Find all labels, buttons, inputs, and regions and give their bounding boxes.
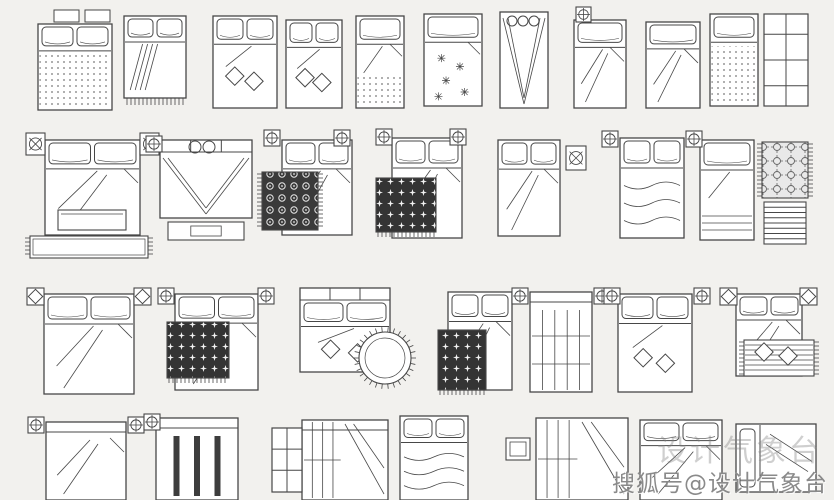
nightstand (575, 6, 592, 23)
bench (57, 209, 127, 231)
roundrug (354, 327, 416, 389)
stool (505, 437, 531, 461)
nightstand (449, 128, 467, 146)
bed-9 (645, 21, 701, 109)
blocks-layer (25, 6, 819, 500)
nightstand (375, 128, 393, 146)
nightstand (157, 287, 175, 305)
bed-16 (619, 137, 685, 239)
bed-27 (301, 419, 389, 500)
bed-7 (499, 11, 549, 109)
cabinet (271, 427, 303, 493)
nightstand (133, 287, 152, 306)
rings (506, 15, 540, 27)
cushion (754, 342, 774, 362)
bed-5 (355, 15, 405, 109)
nightstand (719, 287, 738, 306)
nightstand (257, 287, 275, 305)
bed-23 (617, 293, 693, 393)
bed-8 (573, 19, 627, 109)
nightstand (565, 145, 587, 171)
nightstand (685, 130, 703, 148)
bed-10 (709, 13, 759, 107)
rug (437, 329, 487, 395)
nightstand (145, 135, 163, 153)
rug (757, 141, 813, 199)
bed-22 (529, 291, 593, 393)
nightstand (127, 416, 145, 434)
rings (188, 140, 216, 154)
nightstand (693, 287, 711, 305)
bed-29 (535, 417, 629, 500)
nightstand (511, 287, 529, 305)
nightstand (26, 287, 45, 306)
bed-28 (399, 415, 469, 500)
bed-31 (735, 423, 817, 493)
nightstand (799, 287, 818, 306)
nightstand (603, 287, 621, 305)
bed-26 (155, 417, 239, 500)
bed-17 (699, 139, 755, 241)
rug (25, 235, 153, 259)
rug (739, 339, 819, 377)
bed-1 (37, 23, 113, 111)
cushion (778, 346, 798, 366)
bed-18 (43, 293, 135, 395)
bed-4 (285, 19, 343, 109)
nightstand (25, 132, 46, 156)
rug (166, 321, 230, 383)
bed-3 (212, 15, 278, 109)
rug (375, 177, 437, 237)
bed-25 (45, 421, 127, 500)
stairs (763, 201, 807, 245)
nightstand (333, 129, 351, 147)
cabinet (763, 13, 809, 107)
headbar (53, 9, 111, 23)
bed-30 (639, 419, 723, 500)
bed-2 (123, 15, 187, 105)
bed-15 (497, 139, 561, 237)
tvstand (167, 221, 245, 241)
rug (257, 171, 323, 231)
nightstand (601, 130, 619, 148)
nightstand (143, 413, 161, 431)
nightstand (27, 416, 45, 434)
nightstand (263, 129, 281, 147)
bed-6 (423, 13, 483, 107)
